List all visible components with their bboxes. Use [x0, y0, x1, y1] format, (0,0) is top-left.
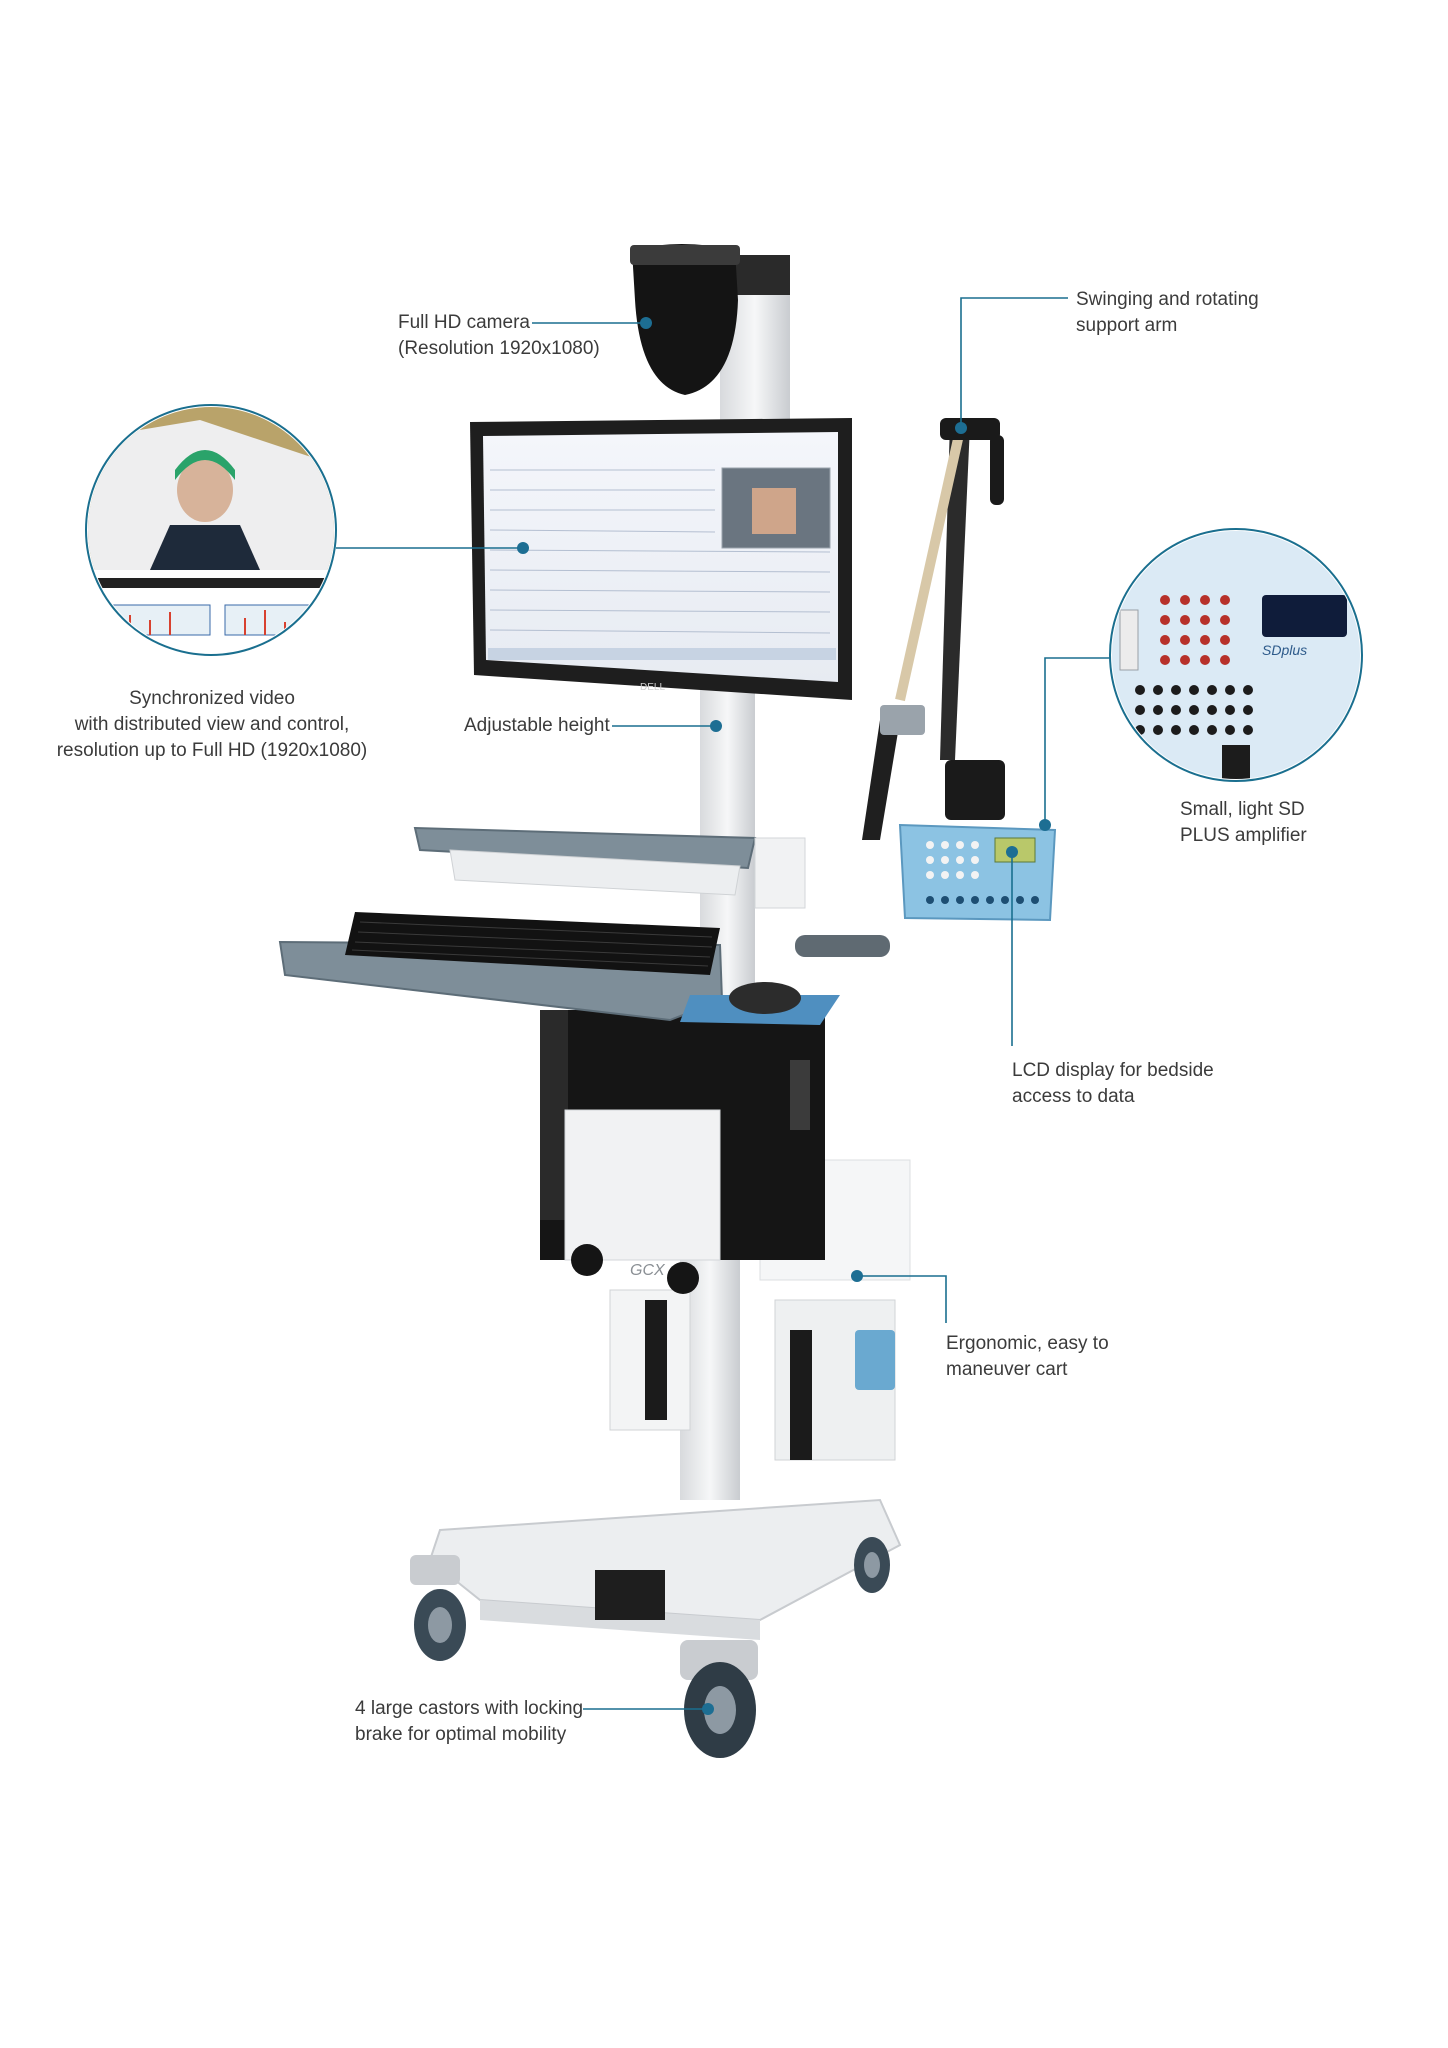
callout-line-arm — [960, 297, 1068, 425]
height-label-line1: Adjustable height — [464, 715, 610, 736]
monitor-eeg-traces — [489, 469, 831, 634]
castor-front-right — [680, 1640, 758, 1758]
castors-label-line2: brake for optimal mobility — [355, 1724, 567, 1745]
video-inset-child — [177, 458, 233, 522]
video-inset-eeg-cap — [175, 450, 235, 480]
callout-label-height: Adjustable height — [464, 713, 610, 739]
amplifier-label-line2: PLUS amplifier — [1180, 825, 1307, 846]
camera-top — [630, 245, 740, 265]
callout-line-cart — [857, 1275, 947, 1323]
video-label-line3: resolution up to Full HD (1920x1080) — [56, 740, 368, 761]
amplifier-inset-dark-sockets — [1135, 685, 1253, 735]
castor-back-right — [854, 1537, 890, 1593]
power-box-strap — [790, 1330, 812, 1460]
callout-dot-height — [710, 720, 722, 732]
video-inset-chart-right — [224, 604, 326, 636]
monitor: DELL — [470, 418, 852, 700]
lcd-label-line1: LCD display for bedside — [1012, 1060, 1214, 1081]
video-inset-body — [150, 525, 260, 570]
callout-dot-arm — [955, 422, 967, 434]
amplifier-inset-port — [1119, 609, 1139, 671]
amplifier-inset-lcd — [1262, 595, 1347, 637]
stylus — [795, 935, 890, 957]
callout-label-arm: Swinging and rotating support arm — [1076, 287, 1259, 339]
amplifier-label-line1: Small, light SD — [1180, 799, 1305, 820]
camera-body — [632, 244, 738, 395]
callout-dots — [517, 317, 1051, 1715]
support-arm-clamp — [880, 705, 925, 735]
callout-label-lcd: LCD display for bedside access to data — [1012, 1058, 1214, 1110]
camera-label-line1: Full HD camera — [398, 312, 530, 333]
callout-line-amplifier — [1044, 657, 1111, 825]
amplifier-sockets — [926, 841, 979, 879]
mouse — [729, 982, 801, 1014]
castor-front-center — [595, 1570, 665, 1620]
callout-dot-video — [517, 542, 529, 554]
pc-bracket — [564, 1109, 721, 1261]
callout-label-castors: 4 large castors with locking brake for o… — [355, 1696, 583, 1748]
keyboard-keys — [351, 921, 713, 967]
monitor-video-subject — [752, 488, 796, 534]
camera-label-line2: (Resolution 1920x1080) — [398, 338, 600, 359]
cart: GCX — [278, 244, 1057, 1758]
amplifier-inset-logo: SDplus — [1262, 642, 1307, 658]
keyboard — [345, 912, 720, 975]
callout-dot-cart — [851, 1270, 863, 1282]
knob-right — [667, 1262, 699, 1294]
lcd-label-line2: access to data — [1012, 1086, 1135, 1107]
video-label-line1: Synchronized video — [129, 688, 295, 709]
support-arm-lower — [862, 720, 900, 840]
video-inset-toolbar — [88, 578, 334, 588]
ups-strap — [645, 1300, 667, 1420]
pc-front-strip — [790, 1060, 810, 1130]
castor-back-left — [410, 1555, 466, 1661]
monitor-brand: DELL — [640, 682, 665, 693]
callout-dot-lcd — [1006, 846, 1018, 858]
amplifier-inset: SDplus — [1109, 528, 1363, 782]
video-inset — [85, 404, 337, 656]
pc-tower-side — [540, 1010, 568, 1220]
callout-label-video: Synchronized video with distributed view… — [52, 686, 372, 764]
callout-dot-amplifier — [1039, 819, 1051, 831]
support-arm-mount — [945, 760, 1005, 820]
amplifier-inset-red-sockets — [1160, 595, 1230, 665]
amplifier-bottom-sockets — [926, 896, 1039, 904]
shelf-bracket — [754, 837, 806, 909]
power-box-panel — [855, 1330, 895, 1390]
callout-dot-camera — [640, 317, 652, 329]
upper-shelf-tray — [449, 849, 741, 896]
callout-lines — [336, 297, 1111, 1710]
callout-label-amplifier: Small, light SD PLUS amplifier — [1180, 797, 1307, 849]
castors-label-line1: 4 large castors with locking — [355, 1698, 584, 1719]
cart-label-line1: Ergonomic, easy to — [946, 1333, 1109, 1354]
arm-label-line2: support arm — [1076, 315, 1178, 336]
knob-left — [571, 1244, 603, 1276]
arm-label-line1: Swinging and rotating — [1076, 289, 1259, 310]
callout-dot-castors — [702, 1703, 714, 1715]
callout-label-cart: Ergonomic, easy to maneuver cart — [946, 1331, 1109, 1383]
monitor-taskbar — [488, 648, 836, 660]
support-arm-joint — [940, 418, 1000, 440]
callout-label-camera: Full HD camera (Resolution 1920x1080) — [398, 310, 600, 362]
amplifier — [898, 823, 1057, 922]
camera — [630, 244, 790, 395]
amplifier-inset-stand — [1222, 745, 1250, 779]
cart-logo: GCX — [630, 1262, 666, 1279]
upper-shelf — [413, 826, 757, 870]
support-arm-cable — [895, 428, 965, 702]
support-arm-handle — [990, 435, 1004, 505]
video-label-line2: with distributed view and control, — [74, 714, 350, 735]
cart-label-line2: maneuver cart — [946, 1359, 1068, 1380]
support-arm — [862, 418, 1005, 840]
